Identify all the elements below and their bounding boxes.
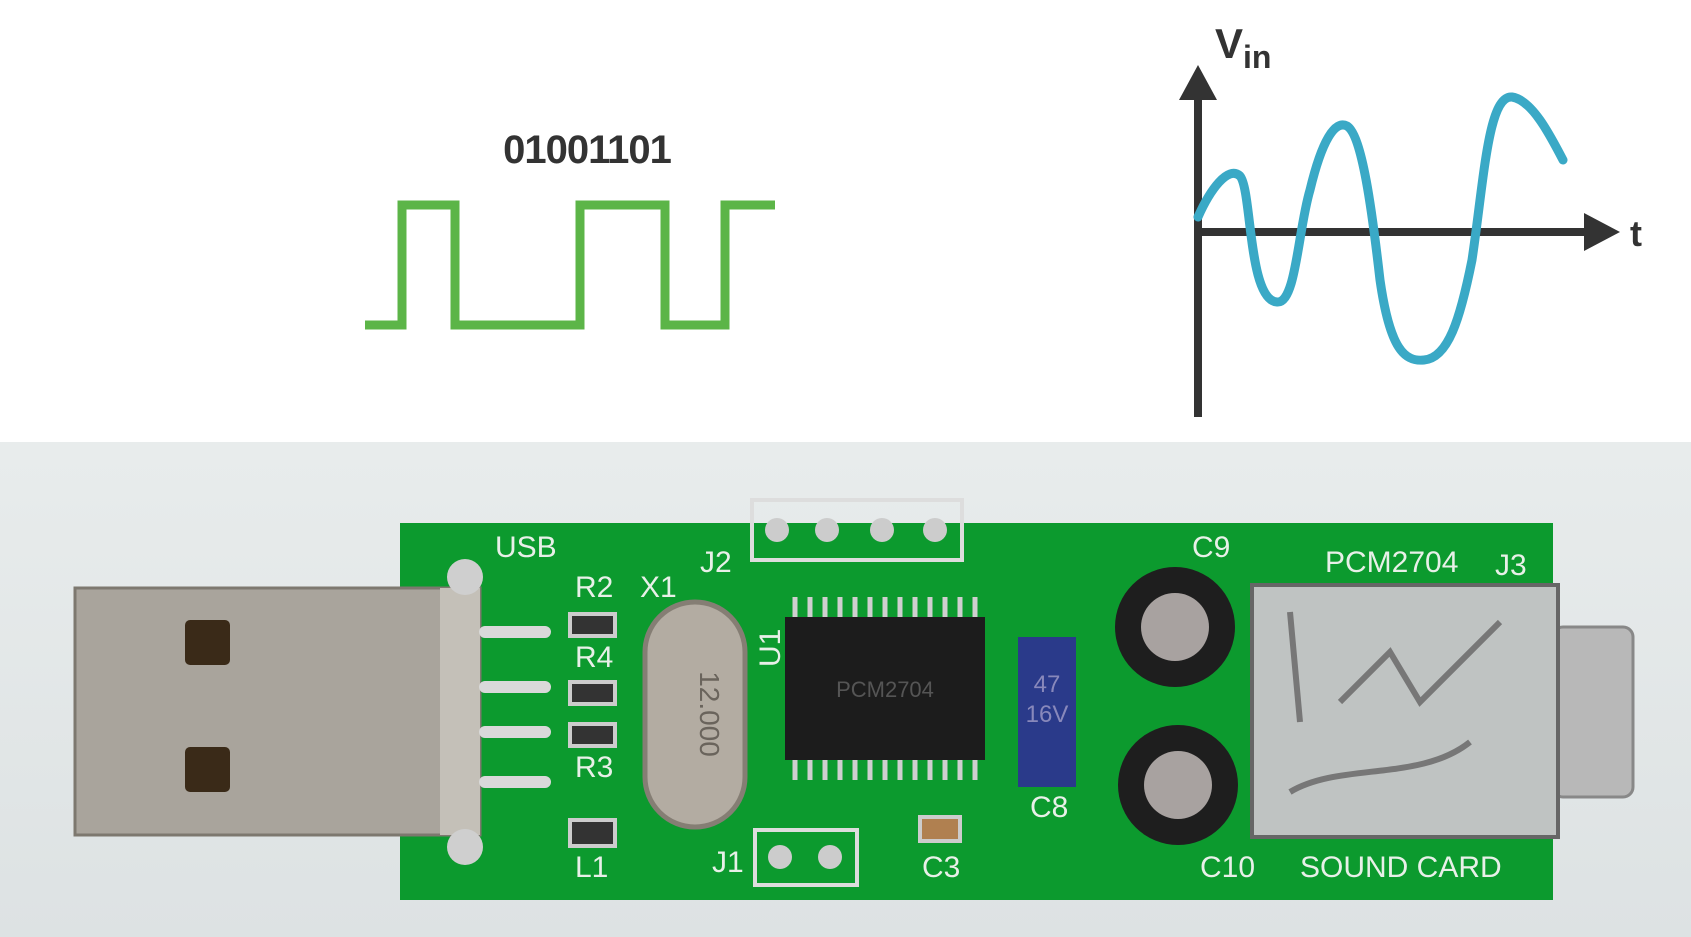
pin: [765, 518, 789, 542]
capacitor-c8: [1018, 637, 1076, 787]
usb-plug: [73, 586, 482, 837]
mount-pad: [447, 559, 483, 595]
chip-u1: [785, 617, 985, 760]
label-r2: R2: [575, 571, 613, 604]
pin: [923, 518, 947, 542]
label-r3: R3: [575, 751, 613, 784]
capacitor-c10-top: [1144, 751, 1212, 819]
y-axis-label-sub: in: [1243, 39, 1271, 75]
pin: [870, 518, 894, 542]
pcb-illustration: 12.000 PCM2704 47 16V USB R2 X1 J2: [73, 498, 1635, 900]
label-chip-name: PCM2704: [1325, 546, 1458, 579]
crystal-x1: [642, 599, 748, 830]
label-j3: J3: [1495, 549, 1527, 582]
label-c10: C10: [1200, 851, 1255, 884]
usb-hole: [185, 747, 230, 792]
signal-diagrams-svg: t Vin: [365, 20, 1642, 417]
y-axis-label-main: V: [1215, 20, 1243, 67]
label-r4: R4: [575, 641, 613, 674]
silkscreen-labels: USB R2 X1 J2 U1 C9 PCM2704 J3 R4 R3 L1 J…: [495, 531, 1527, 884]
label-usb: USB: [495, 531, 557, 564]
pin: [768, 845, 792, 869]
pin: [818, 845, 842, 869]
chip-pins: [792, 597, 978, 780]
pin: [815, 518, 839, 542]
label-c8: C8: [1030, 791, 1068, 824]
y-axis-label: Vin: [1215, 20, 1271, 75]
resistors: [568, 612, 962, 848]
signal-diagrams: 01001101 t Vin: [0, 0, 1691, 442]
y-axis-arrow-icon: [1179, 65, 1217, 100]
label-l1: L1: [575, 851, 608, 884]
header-j2: [750, 498, 964, 562]
capacitor-c9-top: [1141, 593, 1209, 661]
capacitor-voltage: 16V: [1026, 701, 1069, 728]
chip-marking: PCM2704: [836, 677, 934, 702]
label-c3: C3: [922, 851, 960, 884]
analog-waveform: [1193, 92, 1568, 365]
capacitor-value: 47: [1034, 671, 1061, 698]
x-axis-label: t: [1630, 213, 1642, 254]
usb-plug-shade: [440, 588, 480, 835]
label-product: SOUND CARD: [1300, 851, 1502, 884]
header-j1: [753, 828, 859, 887]
usb-pins: [479, 626, 551, 788]
label-j2: J2: [700, 546, 732, 579]
sound-card-photo: 12.000 PCM2704 47 16V USB R2 X1 J2: [0, 442, 1691, 937]
crystal-marking: 12.000: [694, 671, 725, 757]
binary-label: 01001101: [503, 128, 672, 172]
usb-hole: [185, 620, 230, 665]
jack-spring: [1287, 611, 1503, 795]
x-axis-arrow-icon: [1584, 213, 1620, 251]
label-c9: C9: [1192, 531, 1230, 564]
mount-pad: [447, 829, 483, 865]
digital-square-wave: [365, 200, 775, 330]
jack-barrel: [1551, 625, 1635, 799]
label-x1: X1: [640, 571, 677, 604]
label-j1: J1: [712, 846, 744, 879]
label-u1: U1: [754, 629, 787, 667]
audio-jack-j3: [1250, 583, 1560, 839]
